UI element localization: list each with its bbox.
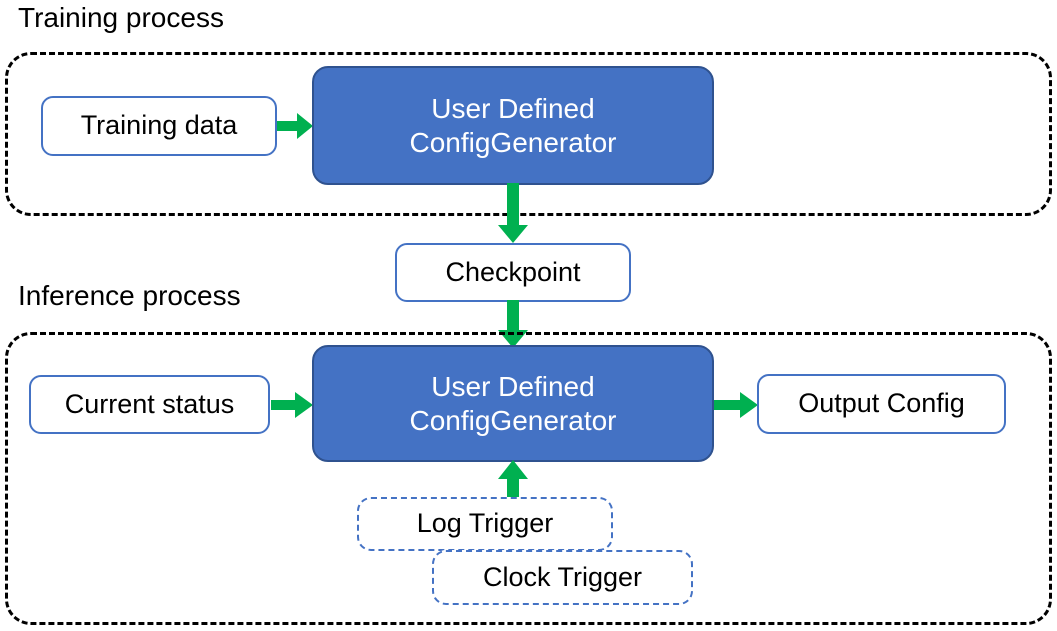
arrow-generator-to-output-config [714,387,760,423]
node-training-data-label: Training data [80,110,238,141]
node-training-config-generator-line1: User Defined [431,93,595,125]
training-process-label: Training process [18,2,224,33]
node-training-data[interactable]: Training data [41,96,277,156]
node-log-trigger[interactable]: Log Trigger [357,497,613,551]
training-process-container [5,52,1052,216]
node-inference-config-generator-label: User Defined ConfigGenerator [409,370,616,436]
node-training-config-generator-label: User Defined ConfigGenerator [409,92,616,158]
inference-process-container [5,332,1052,625]
node-checkpoint-label: Checkpoint [445,256,581,287]
node-output-config[interactable]: Output Config [757,374,1006,434]
arrow-training-data-to-generator [277,108,315,144]
inference-process-label: Inference process [18,280,241,311]
node-clock-trigger[interactable]: Clock Trigger [432,550,693,605]
node-log-trigger-label: Log Trigger [416,508,554,539]
node-training-config-generator-line2: ConfigGenerator [409,126,617,158]
arrow-training-generator-to-checkpoint [496,183,532,245]
arrow-current-status-to-generator [271,387,315,423]
node-output-config-label: Output Config [798,388,965,419]
arrow-checkpoint-to-inference-generator [496,300,532,350]
node-current-status-label: Current status [64,388,235,419]
node-inference-config-generator-line2: ConfigGenerator [409,404,617,436]
node-checkpoint[interactable]: Checkpoint [395,243,631,302]
node-inference-config-generator[interactable]: User Defined ConfigGenerator [312,345,714,462]
node-clock-trigger-label: Clock Trigger [482,561,643,592]
arrow-triggers-to-generator [496,460,532,512]
node-current-status[interactable]: Current status [29,375,270,434]
node-inference-config-generator-line1: User Defined [431,371,595,403]
node-training-config-generator[interactable]: User Defined ConfigGenerator [312,66,714,185]
